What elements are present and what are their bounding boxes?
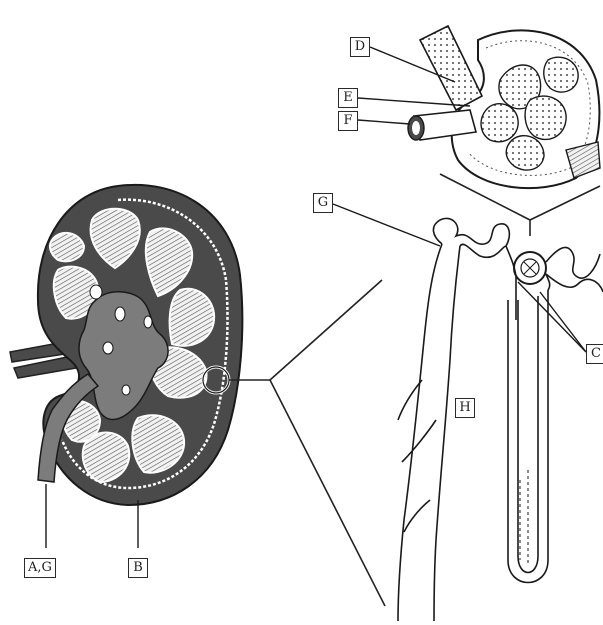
nephron [398, 218, 603, 621]
label-g: G [313, 193, 333, 213]
label-f: F [338, 111, 358, 131]
label-c: C [586, 344, 603, 364]
label-e: E [338, 88, 358, 108]
label-d: D [350, 37, 370, 57]
distal-convoluted-tubule [433, 218, 516, 320]
proximal-convoluted-tubule [546, 247, 603, 292]
pyramid [50, 233, 84, 261]
afferent-arteriole [420, 26, 482, 110]
label-a-g: A,G [24, 558, 56, 578]
label-b: B [128, 558, 148, 578]
glomerulus-detail [408, 26, 600, 188]
pyramid [170, 289, 215, 346]
kidney-section [10, 185, 242, 505]
label-h: H [455, 398, 475, 418]
